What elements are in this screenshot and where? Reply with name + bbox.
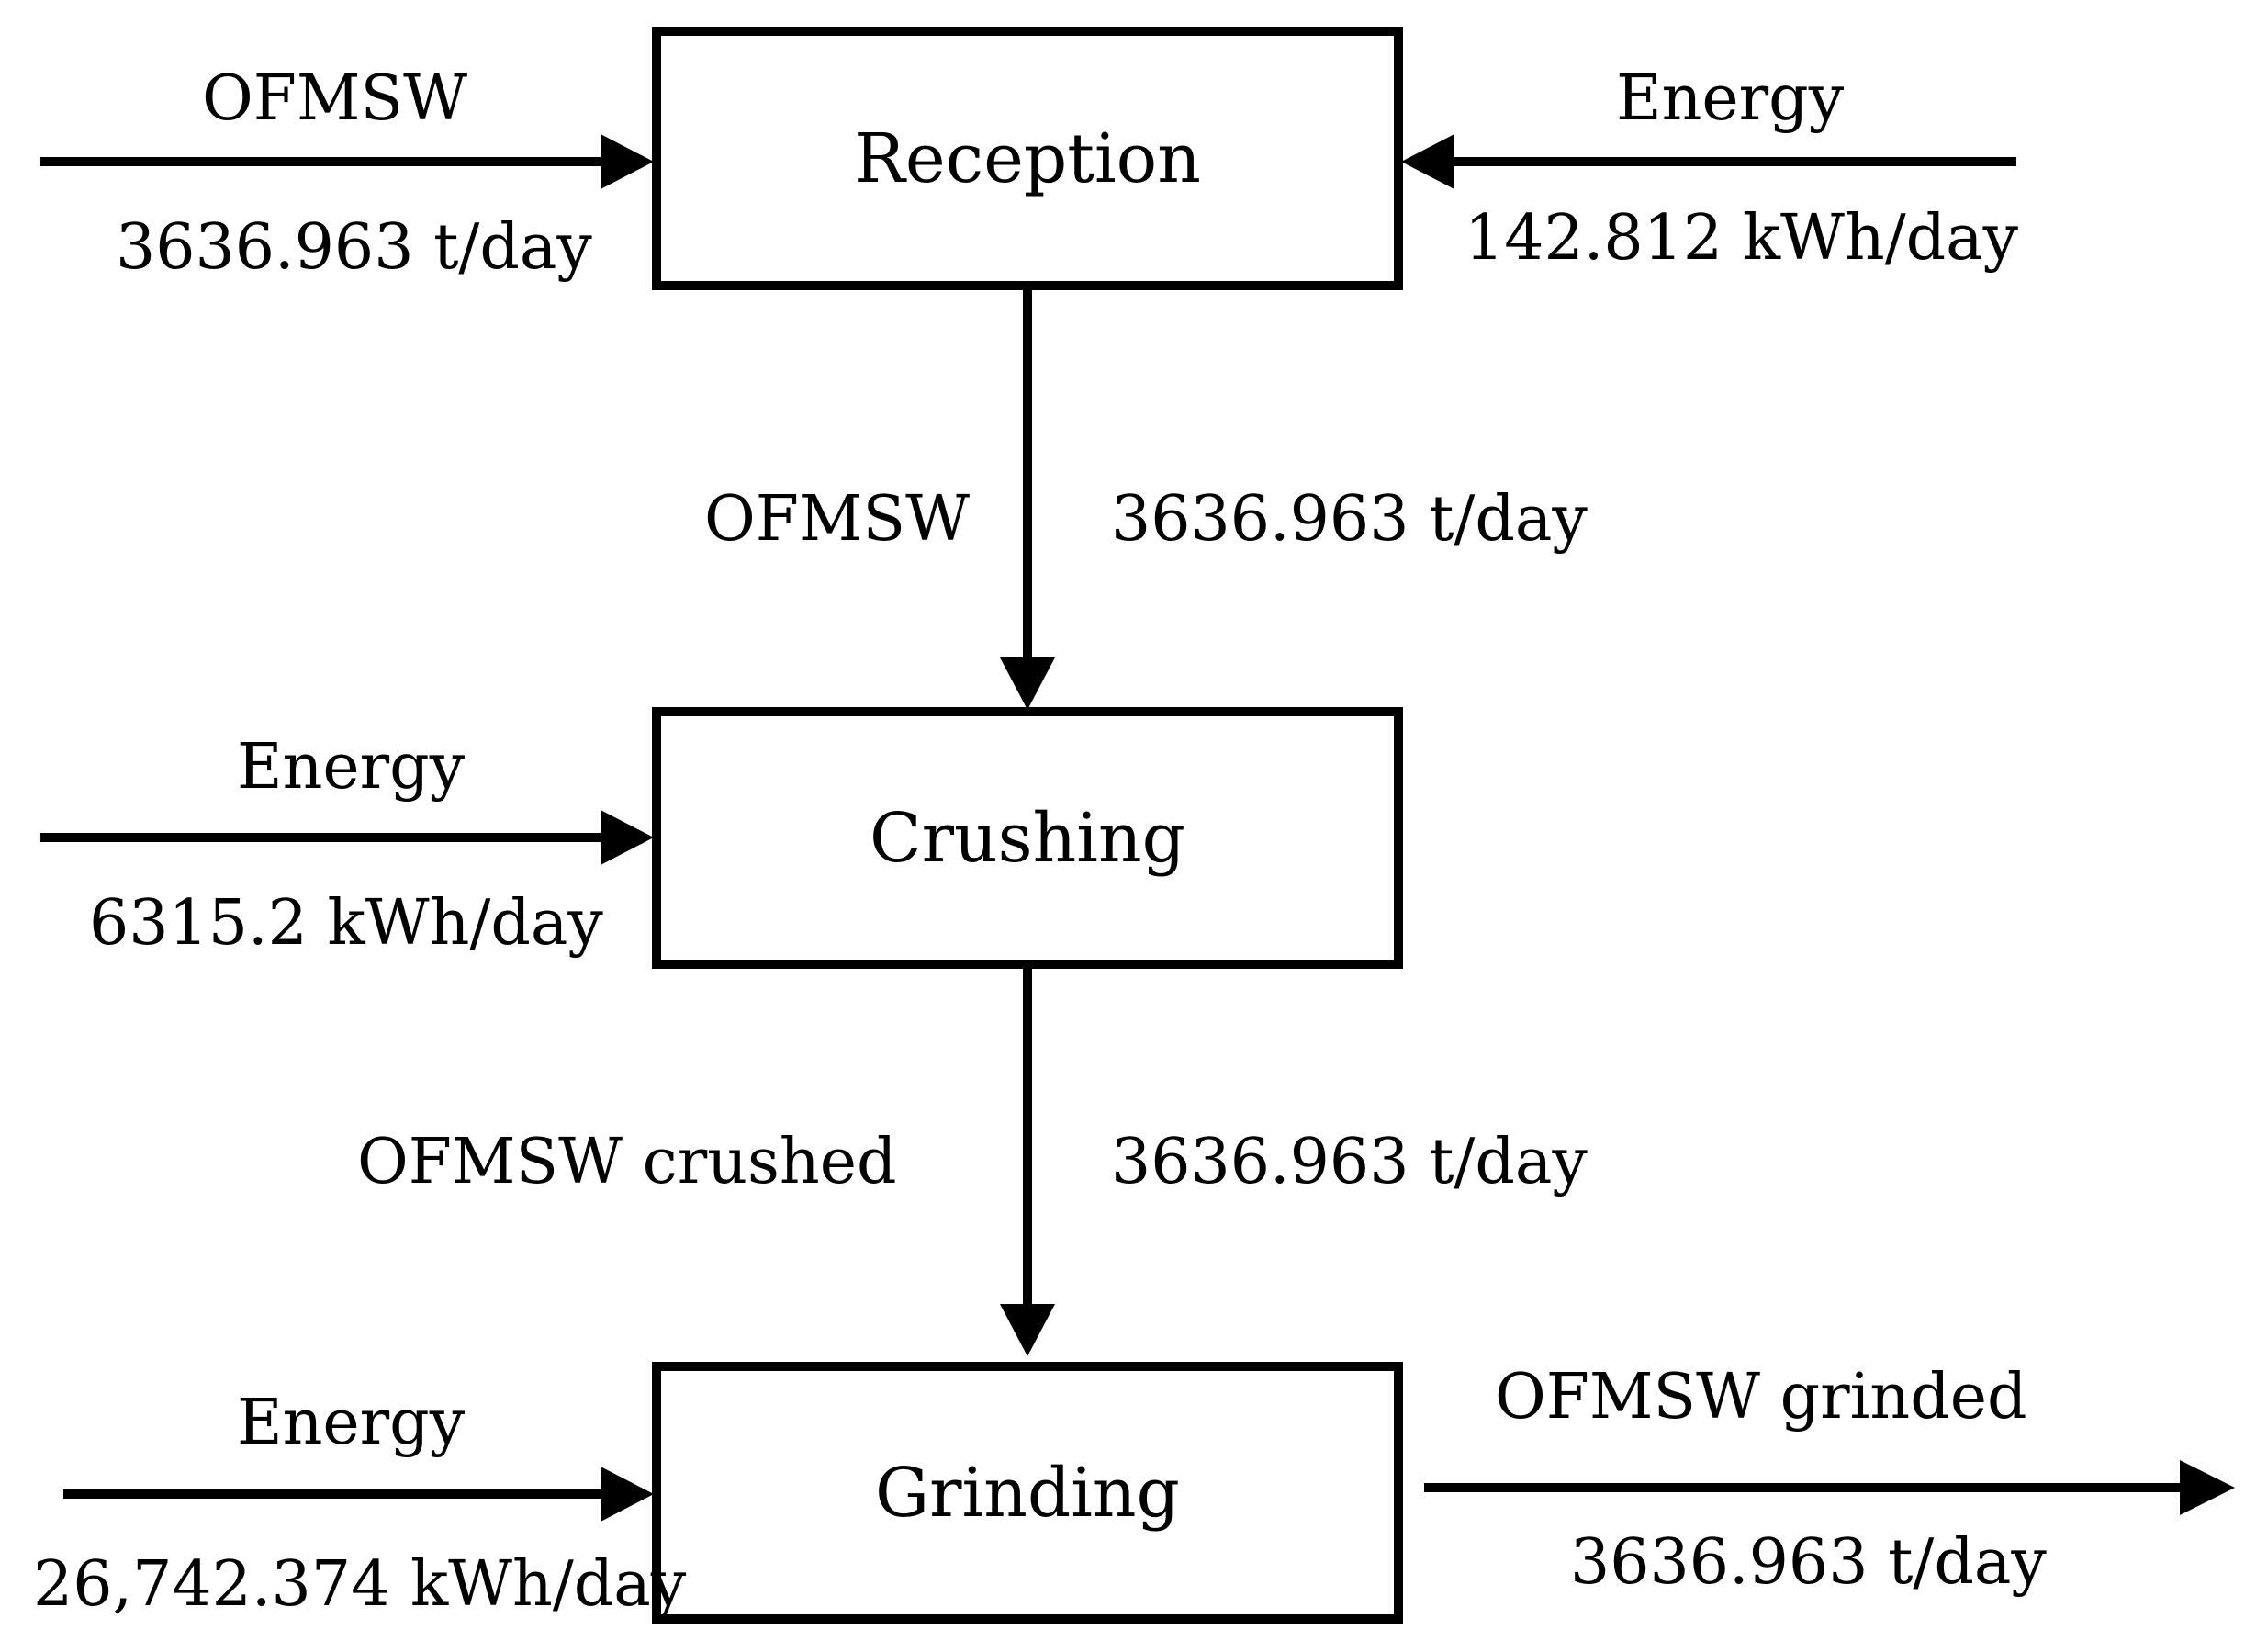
crushing-to-grinding-value: 3636.963 t/day [1111,1126,1588,1198]
reception-input-value: 3636.963 t/day [116,211,592,284]
arrow-reception-input [40,134,654,189]
grinding-box: Grinding [652,1362,1403,1624]
grinding-output-value: 3636.963 t/day [1570,1526,2047,1599]
arrow-grinding-energy [63,1467,654,1522]
reception-label: Reception [854,118,1201,198]
arrow-crushing-energy [40,810,654,865]
crushing-energy-name: Energy [237,731,466,804]
arrow-grinding-output [1424,1460,2235,1515]
grinding-energy-value: 26,742.374 kWh/day [33,1548,687,1621]
reception-energy-name: Energy [1616,62,1845,135]
reception-input-name: OFMSW [202,62,468,135]
reception-energy-value: 142.812 kWh/day [1465,202,2019,275]
crushing-to-grinding-name: OFMSW crushed [357,1126,897,1198]
grinding-label: Grinding [875,1453,1180,1533]
arrow-reception-to-crushing [1000,287,1055,710]
reception-to-crushing-name: OFMSW [704,483,971,556]
grinding-energy-name: Energy [237,1387,466,1459]
grinding-output-name: OFMSW grinded [1495,1361,2027,1433]
reception-box: Reception [652,27,1403,290]
reception-to-crushing-value: 3636.963 t/day [1111,483,1588,556]
arrow-crushing-to-grinding [1000,965,1055,1356]
arrow-reception-energy [1401,134,2016,189]
crushing-label: Crushing [870,798,1185,878]
crushing-box: Crushing [652,707,1403,969]
crushing-energy-value: 6315.2 kWh/day [89,887,603,960]
